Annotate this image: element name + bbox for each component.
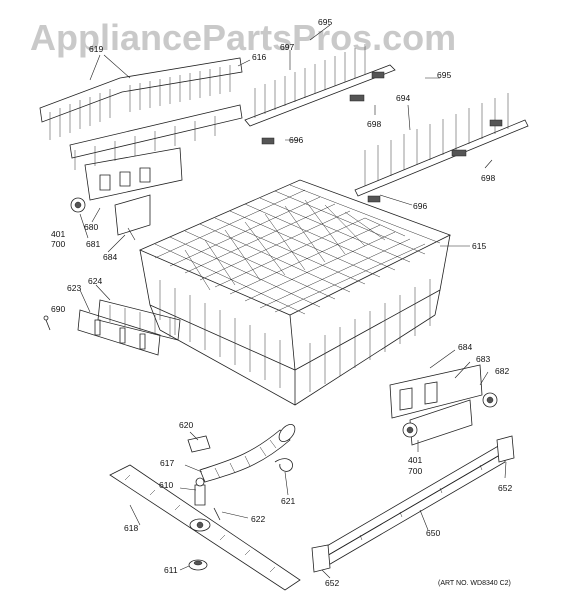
label-623: 623 [67,283,81,293]
label-684-right: 684 [458,342,472,352]
label-680: 680 [84,222,98,232]
label-617: 617 [160,458,174,468]
label-622: 622 [251,514,265,524]
rail-end-cap-652-top [496,435,515,463]
label-619: 619 [89,44,103,54]
label-696-top: 696 [289,135,303,145]
nut-611 [188,559,208,571]
rack-adjuster-left-680 [70,147,183,236]
label-684-left: 684 [103,252,117,262]
label-690: 690 [51,304,65,314]
label-696-right: 696 [413,201,427,211]
feed-tube-617 [199,424,296,483]
label-620: 620 [179,420,193,430]
spray-arm-618 [109,464,301,591]
label-611: 611 [164,565,178,575]
label-650: 650 [426,528,440,538]
watermark-text: AppliancePartsPros.com [30,17,456,58]
label-683: 683 [476,354,490,364]
label-616: 616 [252,52,266,62]
label-621: 621 [281,496,295,506]
tine-row-assembly-695 [244,44,529,197]
label-682: 682 [495,366,509,376]
clip-621 [274,458,293,472]
label-652-top: 652 [498,483,512,493]
rail-end-cap-652-bottom [311,544,331,573]
rack-adjuster-rail-624 [77,299,181,356]
label-694: 694 [396,93,410,103]
label-695-right: 695 [437,70,451,80]
label-615: 615 [472,241,486,251]
upper-rack-615 [138,179,452,406]
tine-clips-698 [261,71,503,203]
art-number-note: (ART NO. WD8340 C2) [438,580,511,587]
label-698-top: 698 [367,119,381,129]
screw-622 [213,507,221,521]
screw-690 [43,315,51,331]
label-697: 697 [280,42,294,52]
label-401-left: 401 [51,229,65,239]
label-700-right: 700 [408,466,422,476]
clamp-610 [194,477,206,506]
label-698-right: 698 [481,173,495,183]
label-401-right: 401 [408,455,422,465]
label-652-bottom: 652 [325,578,339,588]
label-700-left: 700 [51,239,65,249]
label-624: 624 [88,276,102,286]
tine-row-assembly-619 [39,57,243,170]
label-681: 681 [86,239,100,249]
label-610: 610 [159,480,173,490]
label-618: 618 [124,523,138,533]
rack-adjuster-right-682 [389,364,498,446]
tube-cap-620 [187,435,211,453]
label-695-top: 695 [318,17,332,27]
